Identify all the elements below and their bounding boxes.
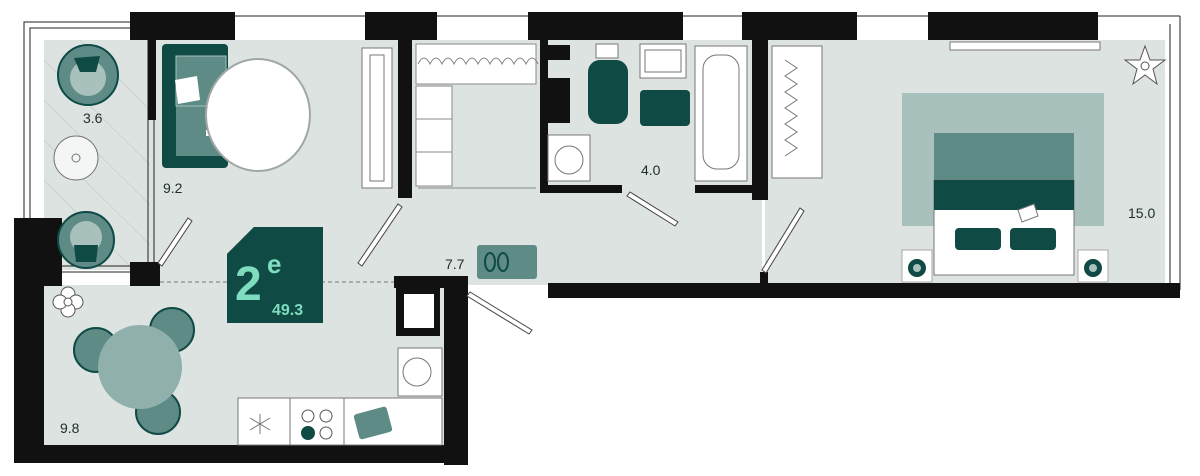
wall-bottom-right (548, 283, 1180, 298)
wall-bedroom-stub (760, 272, 768, 292)
hall-items (477, 245, 537, 279)
closet (771, 45, 823, 179)
wall-top-2 (365, 12, 437, 40)
living-furniture (162, 44, 393, 189)
door-bath (626, 191, 679, 227)
balcony-area: 3.6 (83, 110, 103, 126)
wall-balcony-inner (148, 40, 156, 120)
wall-left (14, 218, 44, 463)
round-rug (205, 58, 311, 172)
bedroom-furniture (771, 41, 1109, 283)
wall-nook-1 (545, 45, 570, 60)
wall-bath-bedroom (752, 40, 768, 200)
wall-bath-bottom-1 (540, 185, 622, 193)
hall-floor (402, 190, 762, 285)
toilet-icon (588, 60, 628, 124)
apartment-type-suffix: е (267, 249, 282, 279)
walls (14, 12, 1180, 465)
tv-unit (361, 47, 393, 189)
table-icon (98, 325, 182, 409)
plant-icon (1123, 44, 1167, 86)
wardrobe (415, 43, 539, 189)
sink-icon (397, 347, 443, 397)
wall-kitchen-top (394, 276, 468, 288)
wall-top-5 (928, 12, 1098, 40)
bedroom-area: 15.0 (1128, 205, 1156, 221)
apartment-badge: 2 е 49.3 (227, 227, 323, 323)
doors (157, 191, 805, 335)
wall-bath-bottom-2 (695, 185, 755, 193)
stove-icon (301, 409, 333, 440)
kitchen-counter (237, 397, 443, 446)
balcony-furniture (53, 44, 119, 269)
wall-top-1 (130, 12, 235, 40)
hall-area: 7.7 (445, 256, 465, 272)
door-entrance (466, 291, 533, 335)
kitchen-area: 9.8 (60, 420, 80, 436)
apartment-type: 2 (235, 258, 262, 311)
wall-wardrobe-bath (540, 40, 548, 190)
wall-nook-2 (545, 78, 570, 123)
door-bedroom (761, 207, 805, 274)
bathroom-area: 4.0 (641, 162, 661, 178)
door-kitchen (157, 217, 193, 267)
door-living (357, 203, 403, 267)
wall-top-3 (528, 12, 683, 40)
plant-icon (52, 286, 84, 318)
wall-top-4 (742, 12, 857, 40)
wall-kitchen-right (444, 285, 468, 465)
wall-left-mid (44, 218, 62, 286)
sink-icon (639, 43, 687, 79)
kitchen-furniture (73, 307, 443, 446)
bath-mat (640, 90, 690, 126)
bathroom-fixtures (547, 43, 748, 182)
table-icon (53, 135, 99, 181)
wall-living-wardrobe (398, 40, 412, 198)
apartment-total-area: 49.3 (272, 302, 304, 319)
wall-bottom (14, 445, 468, 463)
living-area: 9.2 (163, 180, 183, 196)
wall-balcony-bottom (130, 262, 160, 286)
